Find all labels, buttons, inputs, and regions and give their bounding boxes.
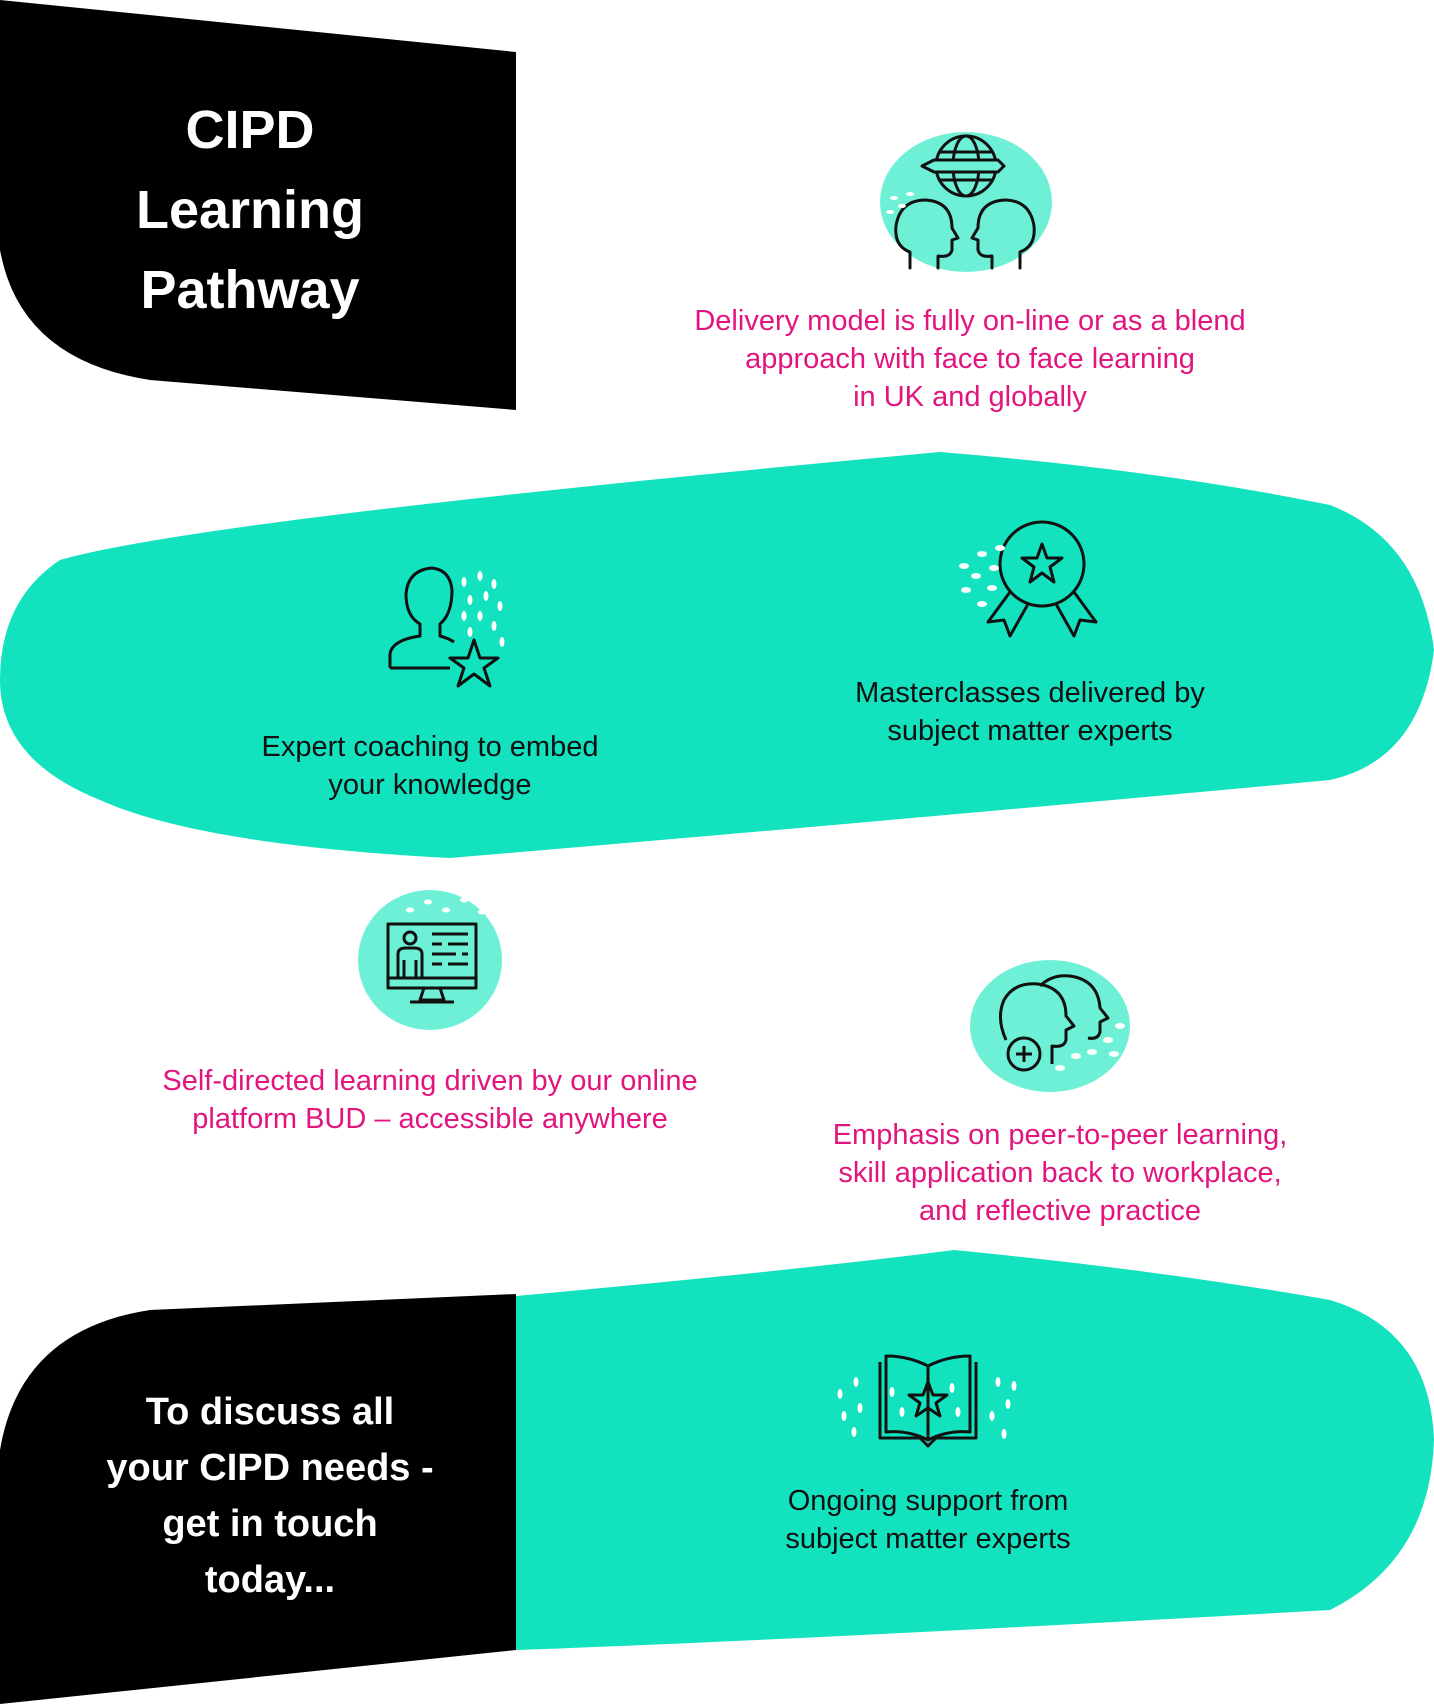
title-line: CIPD (185, 100, 315, 160)
teal-band-middle (0, 452, 1434, 858)
cta-get-in-touch[interactable]: To discuss all your CIPD needs - get in … (60, 1384, 480, 1608)
feature-text-line: your knowledge (328, 769, 532, 801)
book-star-icon (837, 1354, 1017, 1448)
feature-ongoing-support: Ongoing support from subject matter expe… (728, 1482, 1128, 1558)
title-line: Pathway (140, 260, 360, 320)
teal-band-bottom (516, 1250, 1434, 1650)
feature-text-line: subject matter experts (887, 715, 1173, 747)
feature-text-line: Self-directed learning driven by our onl… (162, 1065, 698, 1097)
award-ribbon-icon (959, 520, 1098, 638)
monitor-dots (406, 897, 502, 915)
feature-text-line: Expert coaching to embed (261, 731, 599, 763)
feature-masterclasses: Masterclasses delivered by subject matte… (780, 674, 1280, 750)
cta-line: get in touch (162, 1503, 378, 1545)
feature-peer-learning: Emphasis on peer-to-peer learning, skill… (760, 1116, 1360, 1230)
feature-self-directed: Self-directed learning driven by our onl… (100, 1062, 760, 1138)
title-block (0, 0, 516, 410)
feature-text-line: platform BUD – accessible anywhere (192, 1103, 668, 1135)
feature-expert-coaching: Expert coaching to embed your knowledge (190, 728, 670, 804)
page-title: CIPD Learning Pathway (100, 90, 400, 330)
feature-delivery-model: Delivery model is fully on-line or as a … (620, 302, 1320, 416)
title-line: Learning (135, 180, 365, 240)
feature-text-line: approach with face to face learning (745, 343, 1195, 375)
globe-heads-icon (886, 134, 1036, 270)
feature-text-line: Emphasis on peer-to-peer learning, (832, 1119, 1288, 1151)
person-star-icon (388, 566, 505, 688)
feature-text-line: Masterclasses delivered by (855, 677, 1205, 709)
cta-line: today... (204, 1559, 336, 1601)
peer-heads-plus-icon (999, 974, 1125, 1072)
feature-text-line: subject matter experts (785, 1523, 1071, 1555)
cta-line: your CIPD needs - (106, 1447, 434, 1489)
feature-text-line: Ongoing support from (787, 1485, 1069, 1517)
cta-line: To discuss all (145, 1391, 395, 1433)
feature-text-line: and reflective practice (918, 1195, 1202, 1227)
feature-text-line: Delivery model is fully on-line or as a … (694, 305, 1246, 337)
monitor-presenter-icon (386, 922, 478, 1004)
cta-block (0, 1294, 516, 1704)
feature-text-line: in UK and globally (853, 381, 1087, 413)
feature-text-line: skill application back to workplace, (838, 1157, 1282, 1189)
